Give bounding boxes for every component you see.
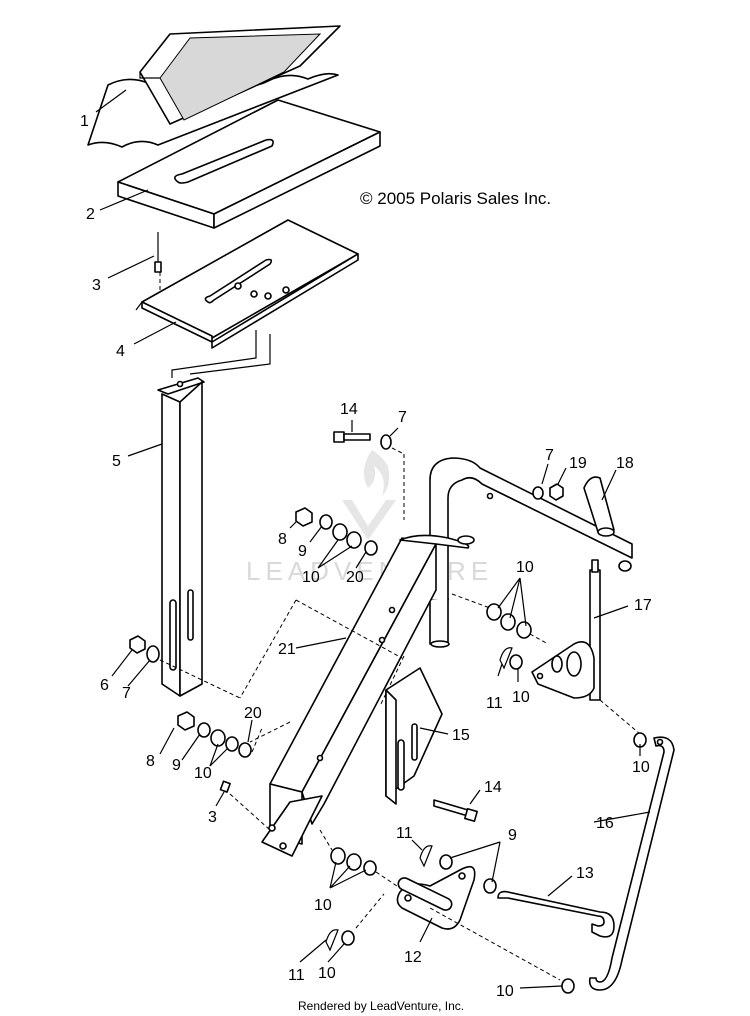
washer-stack-upper-left xyxy=(295,507,378,556)
callout-3-lower: 3 xyxy=(208,809,217,826)
callout-9-middle: 9 xyxy=(508,827,517,844)
part-1-floor-mat xyxy=(87,25,341,148)
part-14-bolt-lower xyxy=(433,799,478,822)
callout-10-far-right: 10 xyxy=(632,759,650,776)
callout-1: 1 xyxy=(80,113,89,130)
callout-11-upper: 11 xyxy=(486,695,503,712)
washer-stack-lower-left xyxy=(177,711,263,758)
callout-14-lower: 14 xyxy=(484,779,502,796)
callout-2: 2 xyxy=(86,206,95,223)
callout-10-bottom-right: 10 xyxy=(496,983,514,1000)
callout-18: 18 xyxy=(616,455,634,472)
callout-14-top: 14 xyxy=(340,401,358,418)
callout-7-right: 7 xyxy=(545,447,554,464)
callout-10-bottom: 10 xyxy=(314,897,332,914)
callout-12: 12 xyxy=(404,949,422,966)
callout-11-middle: 11 xyxy=(396,825,413,842)
part-5-support xyxy=(157,377,205,697)
part-17-shift-lever xyxy=(531,559,601,701)
callout-labels: 1 2 3 4 5 14 7 7 19 18 8 9 10 20 10 17 2… xyxy=(80,113,652,1000)
part-11-pin-upper xyxy=(499,647,523,670)
callout-13: 13 xyxy=(576,865,594,882)
part-3-rivet-top xyxy=(154,232,241,297)
part-18-knob xyxy=(583,476,615,537)
part-3-rivet-lower xyxy=(219,780,271,831)
footer-credit: Rendered by LeadVenture, Inc. xyxy=(298,999,464,1013)
callout-16: 16 xyxy=(596,815,614,832)
callout-21: 21 xyxy=(278,641,296,658)
callout-20-lower: 20 xyxy=(244,705,262,722)
part-11-9-hardware xyxy=(419,845,497,894)
callout-9-upper: 9 xyxy=(298,543,307,560)
callout-10-right: 10 xyxy=(516,559,534,576)
callout-10-lower: 10 xyxy=(318,965,336,982)
part-12-bellcrank xyxy=(396,865,476,930)
washer-stack-bottom xyxy=(319,829,401,889)
watermark-v-icon xyxy=(342,500,396,540)
callout-5: 5 xyxy=(112,453,121,470)
callout-10-lever: 10 xyxy=(512,689,530,706)
callout-17: 17 xyxy=(634,597,652,614)
part-16-rod xyxy=(588,699,675,991)
callout-19: 19 xyxy=(569,455,587,472)
callout-7-left: 7 xyxy=(122,685,131,702)
part-14-bolt-top xyxy=(333,431,405,520)
part-21-column xyxy=(261,534,475,857)
part-13-rod xyxy=(497,890,615,938)
callout-4: 4 xyxy=(116,343,125,360)
callout-8-lower: 8 xyxy=(146,753,155,770)
callout-7-top: 7 xyxy=(398,409,407,426)
copyright-notice: © 2005 Polaris Sales Inc. xyxy=(360,189,551,208)
watermark-flame-icon xyxy=(363,450,390,496)
watermark-text: LEADVENTURE xyxy=(246,556,493,586)
part-15-plate xyxy=(385,667,443,805)
callout-11-lower: 11 xyxy=(288,967,305,984)
callout-8-upper: 8 xyxy=(278,531,287,548)
callout-10-upper: 10 xyxy=(302,569,320,586)
callout-6: 6 xyxy=(100,677,109,694)
callout-15: 15 xyxy=(452,727,470,744)
part-6-7-hardware xyxy=(129,635,241,699)
callout-10-lower-left: 10 xyxy=(194,765,212,782)
part-4-plate xyxy=(135,219,359,349)
part-11-pin-lower xyxy=(325,893,385,952)
callout-3: 3 xyxy=(92,277,101,294)
callout-9-lower: 9 xyxy=(172,757,181,774)
leader-lines xyxy=(95,89,651,989)
part-18-frame-tube xyxy=(429,457,633,648)
callout-20-upper: 20 xyxy=(346,569,364,586)
part-2-pad xyxy=(117,99,381,229)
washer-stack-right xyxy=(451,593,549,645)
